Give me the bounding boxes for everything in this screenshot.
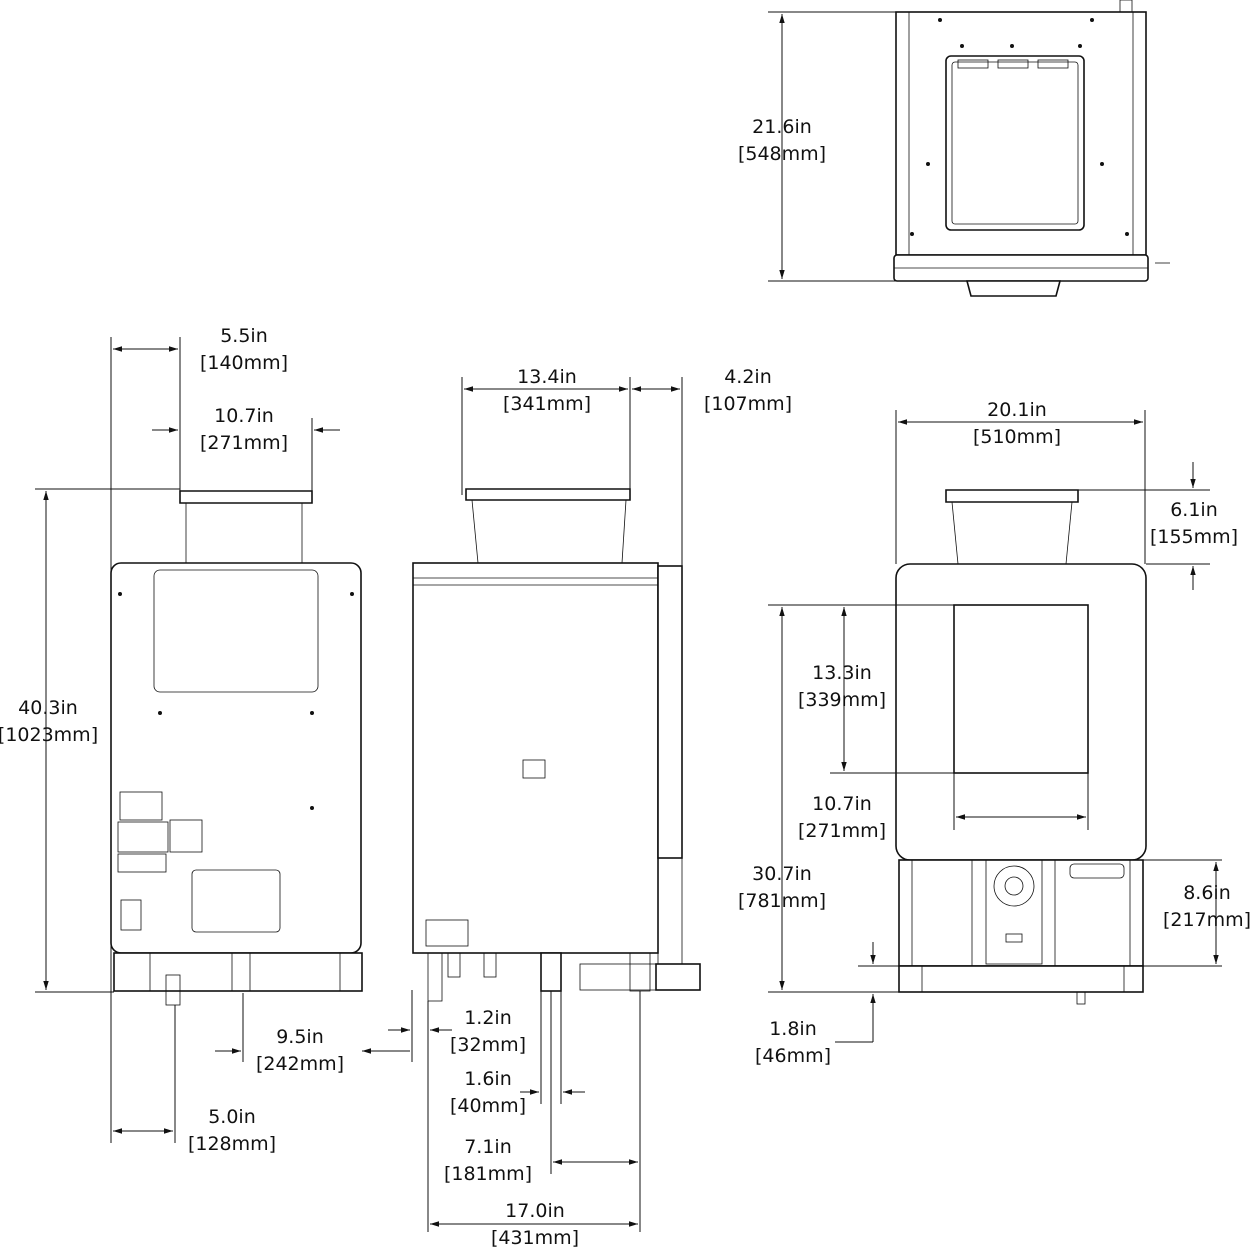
- dim-front-dispense-height-in: 8.6in: [1183, 882, 1231, 904]
- dim-side-fitting-offset-in: 1.2in: [464, 1007, 512, 1029]
- dim-front-feet-height-in: 1.8in: [769, 1018, 817, 1040]
- dim-side-fitting-offset-mm: [32mm]: [450, 1034, 526, 1056]
- dim-rear-hopper-offset-mm: [140mm]: [200, 352, 288, 374]
- dim-rear-outlet-offset-mm: [242mm]: [256, 1053, 344, 1075]
- extension-lines: [35, 11, 1222, 1232]
- dim-rear-outlet-offset-in: 9.5in: [276, 1026, 324, 1048]
- rear-view: [110, 490, 363, 1006]
- dim-side-hopper-depth-in: 13.4in: [517, 366, 577, 388]
- dim-side-hopper-depth-mm: [341mm]: [503, 393, 591, 415]
- dim-side-total-depth-mm: [431mm]: [491, 1227, 579, 1249]
- dim-front-screen-width-mm: [271mm]: [798, 820, 886, 842]
- side-view: [412, 488, 701, 1002]
- dim-rear-inlet-offset-mm: [128mm]: [188, 1133, 276, 1155]
- front-view: [895, 489, 1147, 1005]
- dim-rear-hopper-width-mm: [271mm]: [200, 432, 288, 454]
- dim-side-foot-width-mm: [40mm]: [450, 1095, 526, 1117]
- dim-side-total-depth-in: 17.0in: [505, 1200, 565, 1222]
- dim-front-screen-height-in: 13.3in: [812, 662, 872, 684]
- dim-front-body-height-in: 30.7in: [752, 863, 812, 885]
- dim-rear-total-height-in: 40.3in: [18, 697, 78, 719]
- dim-side-foot-width-in: 1.6in: [464, 1068, 512, 1090]
- dim-front-hopper-height-in: 6.1in: [1170, 499, 1218, 521]
- dim-rear-inlet-offset-in: 5.0in: [208, 1106, 256, 1128]
- dim-side-door-depth-in: 4.2in: [724, 366, 772, 388]
- dim-front-screen-height-mm: [339mm]: [798, 689, 886, 711]
- dim-rear-total-height-mm: [1023mm]: [0, 724, 98, 746]
- dim-front-dispense-height-mm: [217mm]: [1163, 909, 1250, 931]
- dim-front-feet-height-mm: [46mm]: [755, 1045, 831, 1067]
- dim-side-door-depth-mm: [107mm]: [704, 393, 792, 415]
- dim-front-width-in: 20.1in: [987, 399, 1047, 421]
- dim-front-width-mm: [510mm]: [973, 426, 1061, 448]
- dimension-labels: 21.6in [548mm] 5.5in [140mm] 10.7in [271…: [0, 116, 1250, 1249]
- dim-side-foot-offset-in: 7.1in: [464, 1136, 512, 1158]
- dim-rear-hopper-width-in: 10.7in: [214, 405, 274, 427]
- top-view: [893, 0, 1170, 297]
- dim-top-height-in: 21.6in: [752, 116, 812, 138]
- dim-front-screen-width-in: 10.7in: [812, 793, 872, 815]
- dim-side-foot-offset-mm: [181mm]: [444, 1163, 532, 1185]
- dim-rear-hopper-offset-in: 5.5in: [220, 325, 268, 347]
- dim-front-hopper-height-mm: [155mm]: [1150, 526, 1238, 548]
- dim-front-body-height-mm: [781mm]: [738, 890, 826, 912]
- dimension-lines: [43, 14, 1219, 1227]
- dim-top-height-mm: [548mm]: [738, 143, 826, 165]
